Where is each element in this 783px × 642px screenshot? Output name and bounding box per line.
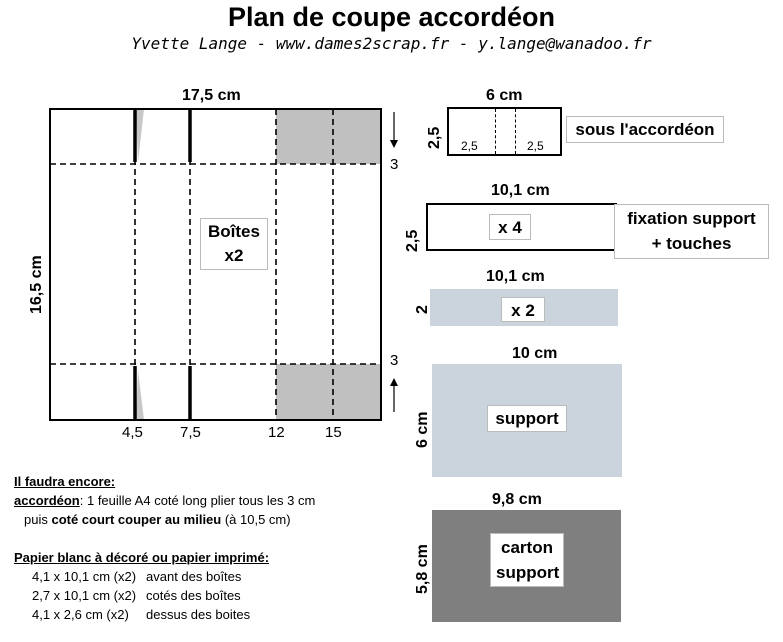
notes-item-2: 2,7 x 10,1 cm (x2) cotés des boîtes [14, 586, 315, 605]
shade-bottom-right [276, 364, 381, 420]
main-center-line1: Boîtes [208, 222, 260, 241]
notes-line-2: puis coté court couper au milieu (à 10,5… [14, 510, 315, 529]
piece4-center-label: support [487, 405, 567, 432]
piece3-width-label: 10,1 cm [486, 268, 545, 285]
notes-item1-desc: avant des boîtes [146, 569, 242, 584]
main-width-label: 17,5 cm [182, 87, 241, 104]
notes-item-3: 4,1 x 2,6 cm (x2) dessus des boites [14, 605, 315, 624]
page-title: Plan de coupe accordéon [227, 2, 556, 32]
arrow-down-head [390, 140, 398, 148]
notes-item2-size: 2,7 x 10,1 cm (x2) [32, 588, 137, 603]
piece2-center-label: x 4 [489, 214, 531, 240]
notes-heading-2: Papier blanc à décoré ou papier imprimé: [14, 550, 270, 565]
notes-block: Il faudra encore: accordéon: 1 feuille A… [14, 472, 315, 624]
notes-item2-desc: cotés des boîtes [146, 588, 241, 603]
fold-top-label: 3 [390, 156, 399, 173]
piece1-height-label: 2,5 [426, 126, 443, 149]
piece4-width-label: 10 cm [512, 345, 558, 362]
piece1-width-label: 6 cm [486, 87, 523, 104]
piece5-center-label: carton support [490, 533, 564, 587]
notes-line2-bold: coté court couper au milieu [51, 512, 222, 527]
piece5-height-label: 5,8 cm [414, 544, 431, 594]
piece2-height-label: 2,5 [404, 229, 421, 252]
piece5-width-label: 9,8 cm [492, 491, 542, 508]
wedge-bottom [136, 370, 144, 420]
notes-item3-desc: dessus des boites [146, 607, 251, 622]
piece1-dash-right [515, 109, 516, 154]
notes-item1-size: 4,1 x 10,1 cm (x2) [32, 569, 137, 584]
notes-heading-1: Il faudra encore: [14, 474, 116, 489]
notes-item-1: 4,1 x 10,1 cm (x2) avant des boîtes [14, 567, 315, 586]
main-plan-drawing [49, 108, 398, 421]
notes-line1-text: : 1 feuille A4 coté long plier tous les … [79, 493, 316, 508]
notes-line1-label: accordéon [14, 493, 80, 508]
piece5-center-line2: support [496, 563, 560, 582]
x-tick-4-5: 4,5 [122, 424, 143, 441]
piece1-inner-right: 2,5 [527, 139, 544, 153]
piece1-rect: 2,5 2,5 [447, 107, 562, 156]
fold-bottom-label: 3 [390, 352, 399, 369]
wedge-top [136, 109, 144, 162]
x-tick-7-5: 7,5 [180, 424, 201, 441]
piece5-center-line1: carton [501, 538, 553, 557]
piece1-dash-left [495, 109, 496, 154]
piece2-caption-line2: + touches [651, 234, 732, 253]
piece1-caption: sous l'accordéon [566, 116, 724, 143]
notes-line-1: accordéon: 1 feuille A4 coté long plier … [14, 491, 315, 510]
piece2-width-label: 10,1 cm [491, 182, 550, 199]
author-line: Yvette Lange - www.dames2scrap.fr - y.la… [131, 34, 652, 53]
x-tick-15: 15 [325, 424, 342, 441]
notes-item3-size: 4,1 x 2,6 cm (x2) [32, 607, 129, 622]
piece2-caption: fixation support + touches [614, 204, 769, 259]
x-tick-12: 12 [268, 424, 285, 441]
notes-line2-post: (à 10,5 cm) [221, 512, 291, 527]
piece2-caption-line1: fixation support [627, 209, 756, 228]
main-outline [49, 108, 382, 421]
main-center-line2: x2 [224, 246, 244, 265]
arrow-up-head [390, 378, 398, 386]
piece4-height-label: 6 cm [414, 411, 431, 448]
notes-line2-pre: puis [24, 512, 52, 527]
piece1-inner-left: 2,5 [461, 139, 478, 153]
main-center-label: Boîtes x2 [200, 218, 268, 270]
shade-top-right [276, 109, 381, 164]
piece3-center-label: x 2 [501, 297, 545, 322]
